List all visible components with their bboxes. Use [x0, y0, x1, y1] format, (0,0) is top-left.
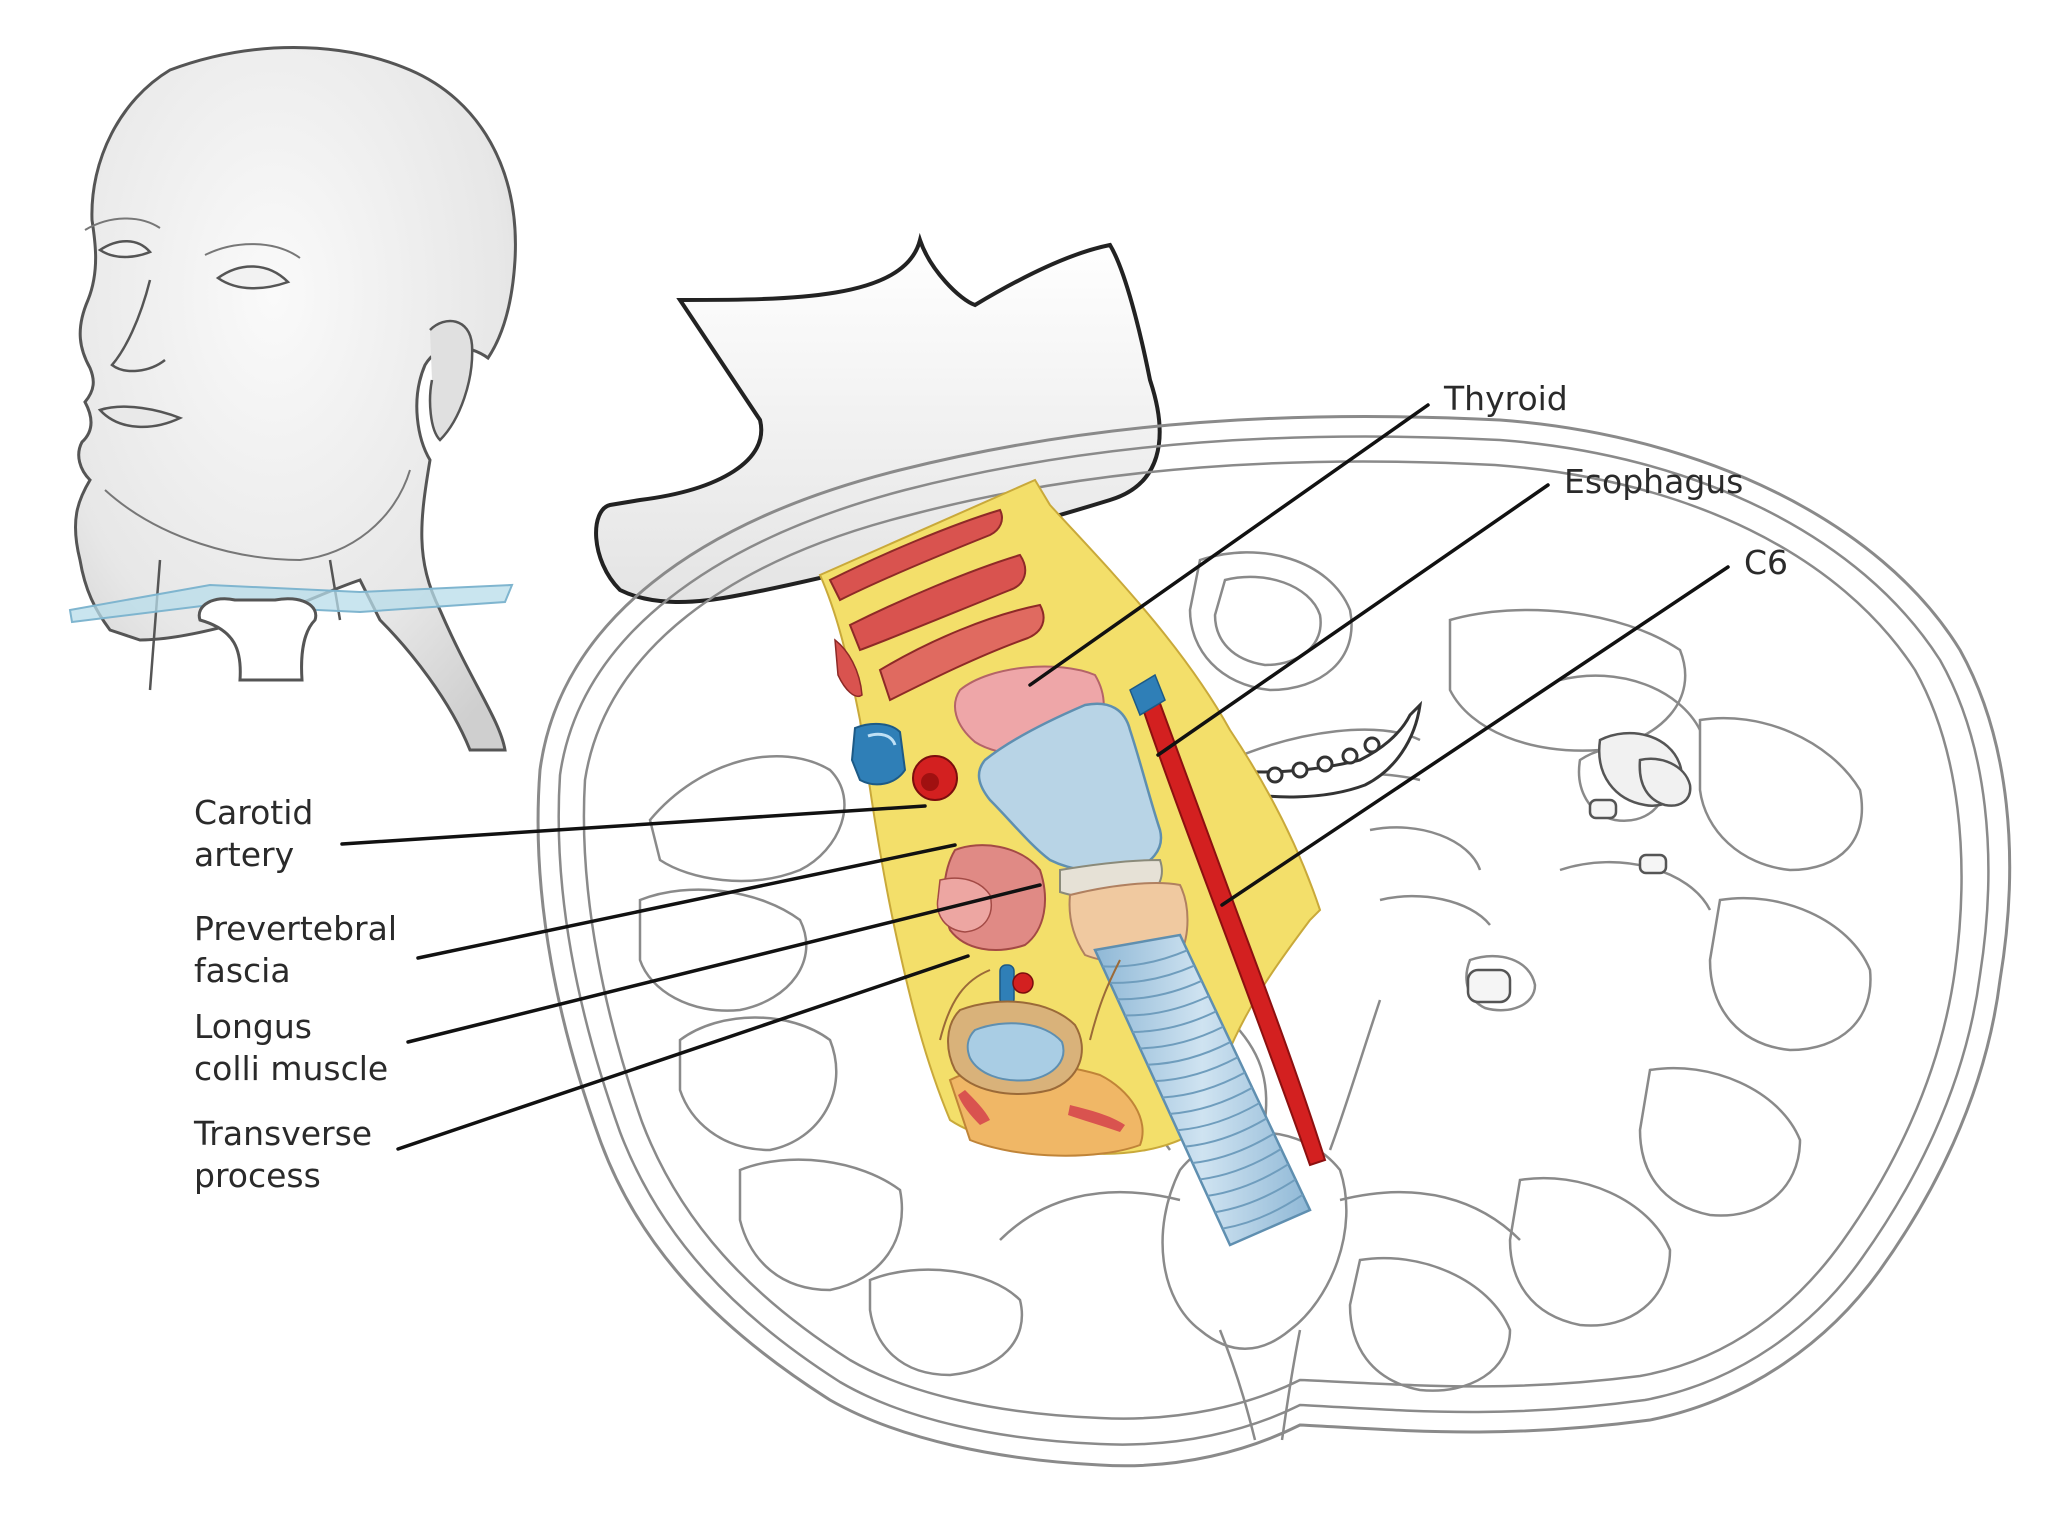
trachea-ring — [1184, 1117, 1268, 1148]
leader-prevertebral — [416, 843, 957, 960]
label-prevertebral-line1: Prevertebral — [194, 909, 398, 948]
eye-left — [97, 240, 153, 259]
leader-thyroid — [1028, 403, 1430, 687]
trachea-ring — [1147, 1041, 1232, 1066]
trachea-ring — [1169, 1086, 1253, 1115]
label-carotid-line1: Carotid — [194, 793, 314, 832]
trachea-ring — [1192, 1132, 1275, 1165]
head-illustration — [68, 46, 517, 752]
jaw-line — [104, 469, 411, 562]
cut-neck-stub — [197, 597, 318, 682]
trachea-ring — [1222, 1193, 1304, 1230]
label-c6: C6 — [1744, 543, 1789, 582]
eye-right — [215, 265, 291, 290]
label-esophagus: Esophagus — [1564, 462, 1744, 501]
head-outline — [73, 46, 517, 752]
outer-skin — [536, 415, 2012, 1468]
trachea-ring — [1132, 1010, 1217, 1033]
trachea-ring — [1177, 1102, 1260, 1132]
label-longus-colli: Longus colli muscle — [194, 1006, 388, 1090]
trachea-ring — [1109, 964, 1195, 984]
brow — [84, 217, 301, 259]
label-longus-line1: Longus — [194, 1007, 312, 1046]
ear — [428, 319, 474, 442]
label-transverse-line2: process — [194, 1156, 321, 1195]
leader-esophagus — [1156, 483, 1550, 757]
leader-longus — [406, 883, 1042, 1044]
nose — [110, 279, 166, 373]
label-longus-line2: colli muscle — [194, 1049, 389, 1088]
label-carotid-line2: artery — [194, 835, 295, 874]
label-transverse-process: Transverse process — [194, 1113, 372, 1197]
laryngeal-cartilage — [977, 702, 1163, 874]
anatomy-core — [818, 478, 1327, 1247]
small-node-right — [1466, 798, 1668, 1004]
esophagus-artery — [1138, 696, 1327, 1167]
leader-carotid — [340, 804, 927, 846]
label-thyroid: Thyroid — [1444, 379, 1568, 418]
label-transverse-line1: Transverse — [194, 1114, 373, 1153]
trachea-ring — [1162, 1071, 1246, 1099]
teeth-row — [1228, 700, 1423, 799]
mouth — [97, 405, 184, 428]
trachea-ring — [1124, 995, 1210, 1017]
trachea-ring — [1139, 1025, 1224, 1050]
right-kidney-shapes — [1597, 731, 1692, 808]
leader-lines — [340, 403, 1730, 1151]
label-prevertebral-fascia: Prevertebral fascia — [194, 908, 397, 992]
trachea-tube — [1093, 933, 1312, 1247]
muscle-strip — [828, 508, 1003, 602]
trachea-ring — [1207, 1163, 1289, 1197]
leader-c6 — [1220, 565, 1730, 907]
trachea-ring — [1214, 1178, 1297, 1214]
trachea-ring — [1117, 979, 1203, 1001]
trachea-ring — [1199, 1148, 1282, 1181]
cross-section — [536, 415, 2012, 1468]
trachea-ring — [1154, 1056, 1239, 1083]
label-carotid-artery: Carotid artery — [194, 792, 313, 876]
leader-transverse — [396, 954, 970, 1151]
label-prevertebral-line2: fascia — [194, 951, 291, 990]
trachea-ring — [1102, 949, 1188, 968]
